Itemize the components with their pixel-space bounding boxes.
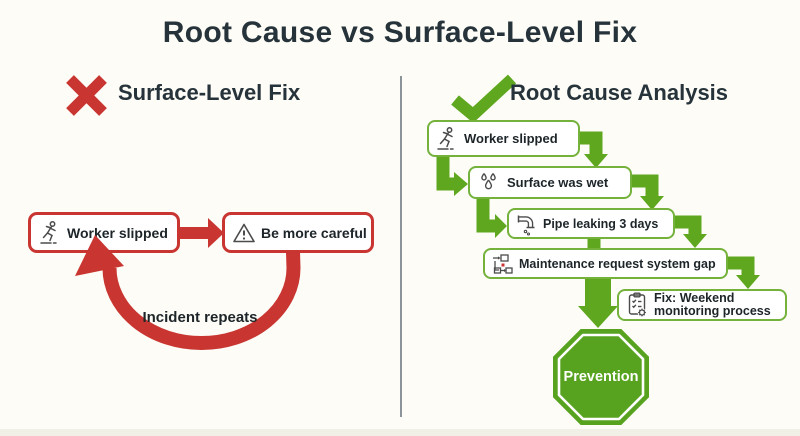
flow-box-label: Worker slipped xyxy=(464,131,558,146)
flow-box-label: Maintenance request system gap xyxy=(519,256,716,271)
flow-box-worker-slipped-right: Worker slipped xyxy=(427,120,580,157)
x-mark-icon xyxy=(66,75,107,116)
terminal-label: Prevention xyxy=(563,369,639,385)
flow-box-maintenance-gap: Maintenance request system gap xyxy=(483,248,728,279)
flow-box-label: Worker slipped xyxy=(67,224,168,241)
page-title: Root Cause vs Surface-Level Fix xyxy=(162,16,638,49)
flow-box-label: Surface was wet xyxy=(507,175,609,190)
octagon-icon xyxy=(553,329,649,425)
flow-box-surface-wet: Surface was wet xyxy=(468,166,632,199)
bottom-strip xyxy=(0,429,800,436)
flow-box-label: Pipe leaking 3 days xyxy=(543,216,659,231)
check-mark-icon xyxy=(451,74,517,122)
prevention-octagon: Prevention xyxy=(552,328,650,426)
water-drops-icon xyxy=(481,173,496,190)
leaking-pipe-icon xyxy=(517,215,535,236)
slipping-person-icon xyxy=(40,220,57,244)
process-diagram-icon xyxy=(493,253,513,274)
flow-box-label: Fix: Weekend monitoring process xyxy=(654,290,771,318)
flow-box-be-more-careful: Be more careful xyxy=(222,212,374,253)
flow-box-label: Be more careful xyxy=(261,224,367,241)
flow-box-fix-monitoring: Fix: Weekend monitoring process xyxy=(617,289,787,321)
slipping-person-icon xyxy=(437,126,454,150)
left-panel-heading: Surface-Level Fix xyxy=(118,80,301,105)
right-arrow-icon xyxy=(177,218,224,248)
warning-triangle-icon xyxy=(233,223,255,242)
loop-arrow-icon xyxy=(75,235,301,350)
green-connectors xyxy=(436,131,760,328)
loop-label: Incident repeats xyxy=(142,309,258,326)
right-panel-heading: Root Cause Analysis xyxy=(510,80,729,105)
section-divider xyxy=(400,76,402,417)
clipboard-gear-icon xyxy=(628,292,647,317)
flow-box-pipe-leaking: Pipe leaking 3 days xyxy=(507,208,675,239)
